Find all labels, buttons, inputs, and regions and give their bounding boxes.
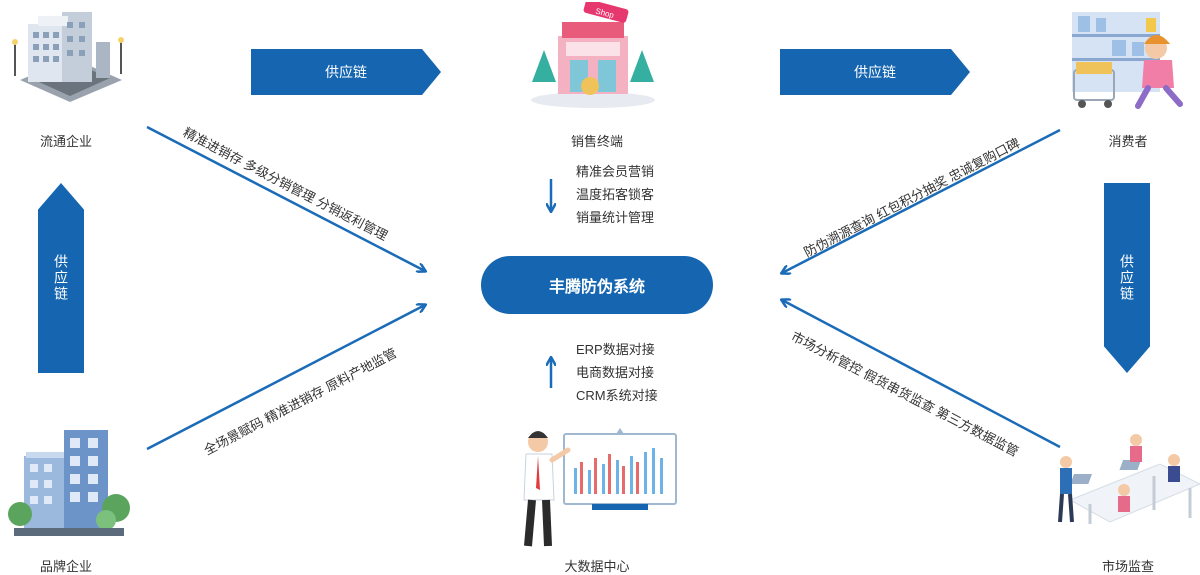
data-presentation-icon xyxy=(523,428,677,547)
office-building-icon xyxy=(8,430,130,536)
edge-line-bottom-left xyxy=(146,305,425,451)
supply-chain-band-left: 供应链 xyxy=(38,183,84,373)
center-system-node: 丰腾防伪系统 xyxy=(481,256,713,314)
list-item: 温度拓客锁客 xyxy=(576,187,655,202)
top-feature-list: 精准会员营销 温度拓客锁客 销量统计管理 xyxy=(576,160,654,229)
shop-icon: Shop xyxy=(531,2,655,108)
edge-line-top-right xyxy=(782,128,1061,273)
bottom-feature-list: ERP数据对接 电商数据对接 CRM系统对接 xyxy=(576,338,658,407)
supply-chain-band-right: 供应链 xyxy=(1104,183,1150,373)
node-label-bottom-left: 品牌企业 xyxy=(39,559,92,574)
node-label-bottom-center: 大数据中心 xyxy=(564,559,630,574)
shopping-icon xyxy=(1072,12,1183,109)
node-label-top-left: 流通企业 xyxy=(39,134,92,149)
data-bars xyxy=(574,448,663,494)
market-supervision-icon xyxy=(1058,434,1200,524)
list-item: 精准会员营销 xyxy=(576,164,655,179)
list-item: 销量统计管理 xyxy=(576,210,655,225)
node-label-top-right: 消费者 xyxy=(1108,134,1148,149)
list-item: 电商数据对接 xyxy=(576,365,655,380)
building-icon xyxy=(12,12,124,102)
edge-line-bottom-right xyxy=(782,300,1061,449)
supply-chain-band-top-right: 供应链 xyxy=(780,49,970,95)
edge-line-top-left xyxy=(146,125,425,271)
node-label-top-center: 销售终端 xyxy=(570,134,623,149)
list-item: CRM系统对接 xyxy=(576,388,658,403)
node-label-bottom-right: 市场监查 xyxy=(1101,559,1154,574)
supply-chain-band-top-left: 供应链 xyxy=(251,49,441,95)
list-item: ERP数据对接 xyxy=(576,342,655,357)
